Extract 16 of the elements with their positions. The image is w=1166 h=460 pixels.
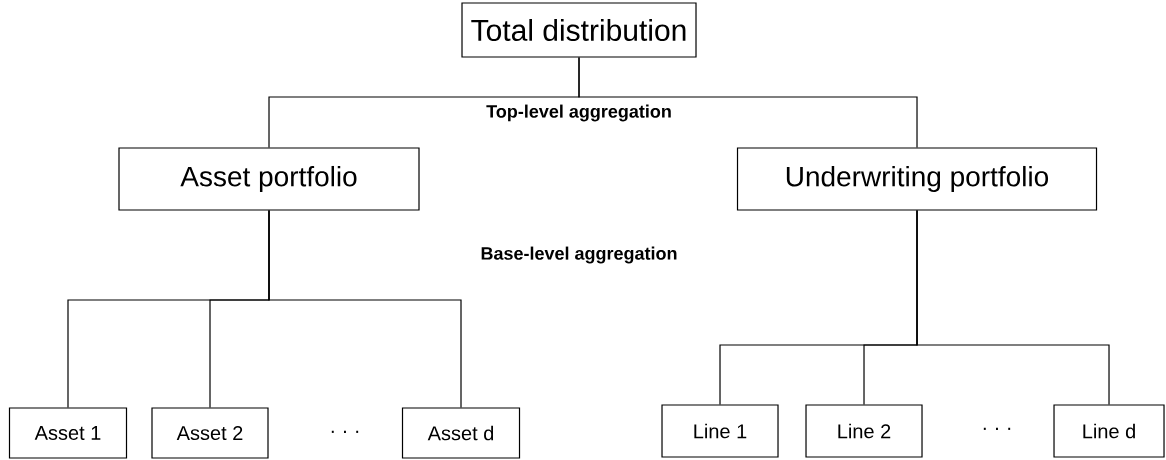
- box: Line 1: [661, 404, 779, 458]
- box: Line 2: [805, 404, 923, 458]
- box: Asset portfolio: [118, 147, 420, 211]
- box: Asset 2: [151, 407, 269, 459]
- box: Asset d: [401, 407, 521, 459]
- connector: [578, 57, 918, 148]
- box: Line d: [1053, 404, 1165, 458]
- ellipsis: · · ·: [983, 427, 1011, 430]
- connector: [268, 210, 462, 408]
- level-label: Base-level aggregation: [481, 246, 677, 264]
- ellipsis: · · ·: [331, 430, 359, 433]
- box: Underwriting portfolio: [736, 147, 1098, 211]
- connector: [916, 210, 1110, 405]
- level-label: Top-level aggregation: [486, 104, 671, 122]
- box: Total distribution: [461, 2, 697, 58]
- box: Asset 1: [8, 407, 128, 459]
